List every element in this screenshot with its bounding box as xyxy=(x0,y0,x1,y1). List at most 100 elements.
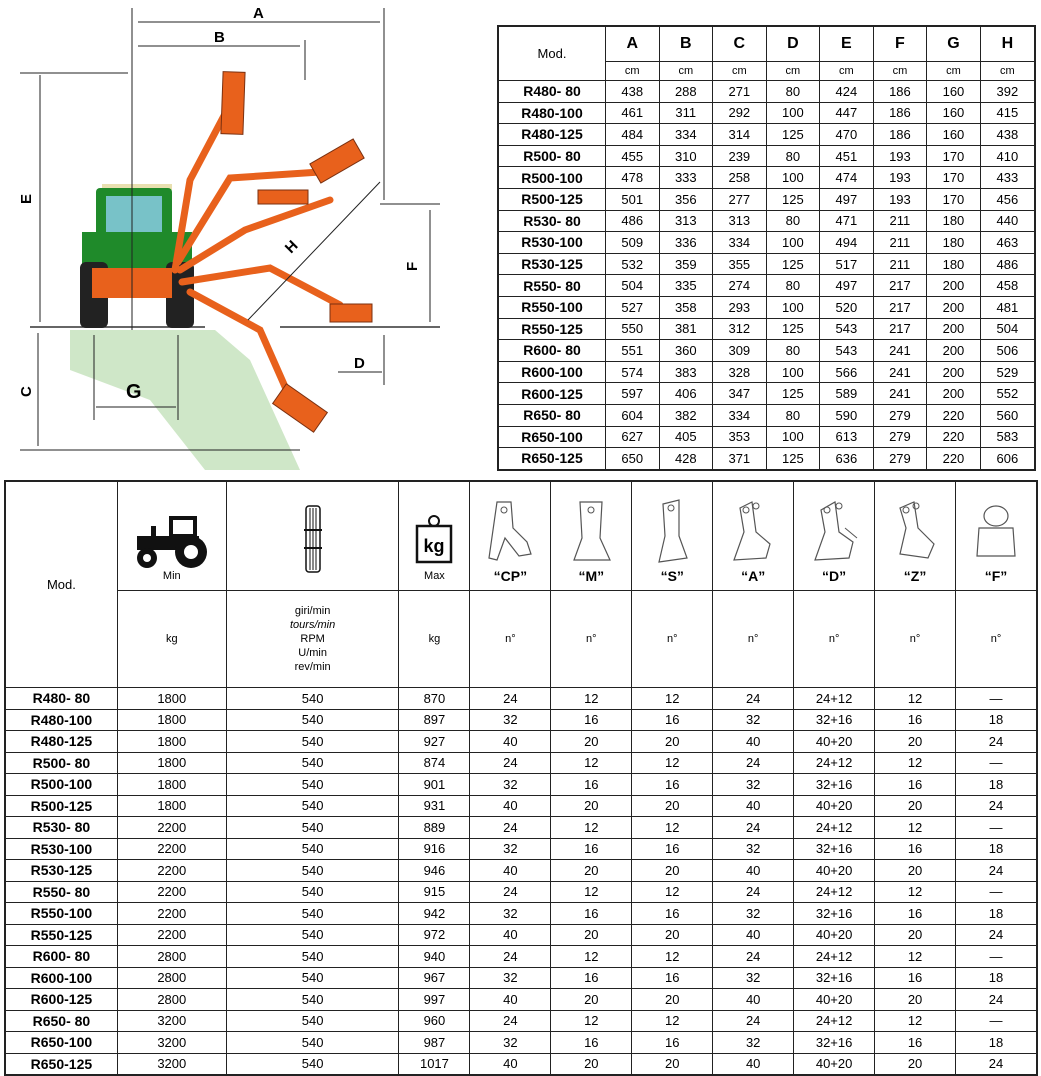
blade-z-icon xyxy=(899,501,935,559)
value-cell: 24 xyxy=(469,1009,552,1032)
value-cell: 16 xyxy=(550,1031,633,1054)
value-cell: 279 xyxy=(872,403,928,427)
value-cell: 2800 xyxy=(116,945,227,968)
value-cell: 100 xyxy=(765,231,821,254)
value-cell: 24 xyxy=(469,880,552,903)
dim-col-g: G xyxy=(926,25,981,62)
value-cell: 392 xyxy=(979,80,1036,103)
value-cell: 32+16 xyxy=(793,837,876,860)
value-cell: 415 xyxy=(979,101,1036,125)
value-cell: 972 xyxy=(398,923,471,946)
blade-s-header: “S” xyxy=(631,480,714,591)
model-cell: R550- 80 xyxy=(4,880,118,903)
value-cell: 455 xyxy=(605,144,660,168)
value-cell: 20 xyxy=(874,923,957,946)
value-cell: 32 xyxy=(469,966,552,989)
value-cell: 200 xyxy=(926,295,981,319)
value-cell: 40 xyxy=(469,1052,552,1076)
label-d: D xyxy=(354,355,365,372)
blade-unit: n° xyxy=(874,590,957,688)
value-cell: 2200 xyxy=(116,816,227,839)
value-cell: 311 xyxy=(658,101,714,125)
value-cell: 501 xyxy=(605,187,660,211)
value-cell: 540 xyxy=(225,794,400,817)
value-cell: 200 xyxy=(926,382,981,405)
value-cell: 258 xyxy=(712,166,767,189)
value-cell: 16 xyxy=(550,773,633,796)
dim-col-e: E xyxy=(819,25,874,62)
mower-dimension-diagram: A B C D E F G H xyxy=(0,0,490,470)
value-cell: 40+20 xyxy=(793,730,876,753)
value-cell: 24+12 xyxy=(793,1009,876,1032)
dim-unit: cm xyxy=(765,61,821,81)
rpm-unit-line: tours/min xyxy=(289,619,336,631)
value-cell: 32 xyxy=(712,1031,795,1054)
value-cell: 170 xyxy=(926,144,981,168)
model-cell: R550-125 xyxy=(4,923,118,946)
value-cell: 12 xyxy=(874,816,957,839)
value-cell: 424 xyxy=(819,80,874,103)
model-cell: R500- 80 xyxy=(4,751,118,774)
value-cell: 627 xyxy=(605,425,660,449)
value-cell: 20 xyxy=(550,1052,633,1076)
value-cell: 24 xyxy=(955,730,1038,753)
value-cell: 40 xyxy=(712,859,795,882)
model-cell: R650-100 xyxy=(4,1031,118,1054)
value-cell: 486 xyxy=(605,209,660,233)
value-cell: 180 xyxy=(926,252,981,276)
value-cell: 125 xyxy=(765,252,821,276)
model-cell: R650-100 xyxy=(497,425,606,449)
value-cell: 18 xyxy=(955,966,1038,989)
value-cell: 288 xyxy=(658,80,714,103)
value-cell: 613 xyxy=(819,425,874,449)
value-cell: 100 xyxy=(765,101,821,125)
pto-shaft-header xyxy=(225,480,400,591)
value-cell: 1800 xyxy=(116,708,227,731)
value-cell: 20 xyxy=(631,859,714,882)
value-cell: 540 xyxy=(225,1009,400,1032)
value-cell: 32 xyxy=(712,773,795,796)
rpm-unit-line: RPM xyxy=(300,633,325,645)
value-cell: 927 xyxy=(398,730,471,753)
value-cell: 543 xyxy=(819,317,874,341)
value-cell: 32+16 xyxy=(793,708,876,731)
value-cell: 12 xyxy=(550,945,633,968)
value-cell: 32 xyxy=(469,773,552,796)
rpm-unit-line: giri/min xyxy=(294,605,331,617)
value-cell: 32+16 xyxy=(793,966,876,989)
blade-s-label: “S” xyxy=(660,568,684,584)
blade-unit: n° xyxy=(955,590,1038,688)
value-cell: 217 xyxy=(872,295,928,319)
value-cell: 347 xyxy=(712,382,767,405)
value-cell: 239 xyxy=(712,144,767,168)
value-cell: 870 xyxy=(398,687,471,710)
value-cell: 80 xyxy=(765,403,821,427)
value-cell: 12 xyxy=(874,945,957,968)
rpm-unit-line: U/min xyxy=(298,647,327,659)
model-cell: R600-125 xyxy=(4,988,118,1011)
value-cell: 200 xyxy=(926,274,981,297)
value-cell: 24 xyxy=(955,923,1038,946)
dimensions-table: Mod. A B C D E F G H cm cm cm cm cm cm c… xyxy=(497,25,1036,471)
model-cell: R600-125 xyxy=(497,382,606,405)
model-cell: R480-125 xyxy=(497,123,606,146)
value-cell: 20 xyxy=(874,988,957,1011)
dim-col-d: D xyxy=(765,25,821,62)
value-cell: 160 xyxy=(926,101,981,125)
value-cell: 2800 xyxy=(116,988,227,1011)
value-cell: 12 xyxy=(874,880,957,903)
value-cell: 2200 xyxy=(116,837,227,860)
value-cell: 125 xyxy=(765,382,821,405)
value-cell: 18 xyxy=(955,708,1038,731)
value-cell: 125 xyxy=(765,447,821,471)
mower-heads xyxy=(220,71,373,433)
value-cell: 24 xyxy=(469,816,552,839)
